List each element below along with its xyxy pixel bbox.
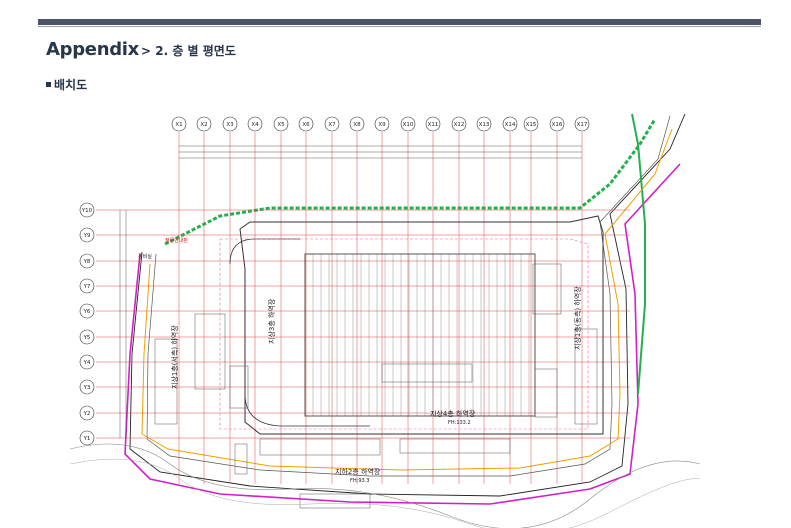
landscape-strip-north — [164, 118, 657, 246]
label-dock-b2: 지하2층 하역장 — [335, 467, 381, 476]
x-grid-label: X7 — [328, 122, 336, 128]
building-outline — [239, 215, 604, 435]
y-grid-label: Y9 — [83, 233, 91, 239]
x-grid-label: X5 — [277, 122, 285, 128]
y-grid-label: Y5 — [83, 335, 91, 341]
terrain-contour-2 — [70, 458, 700, 528]
site-road-outer — [129, 113, 686, 497]
x-grid-label: X9 — [378, 122, 386, 128]
x-grid-label: X1 — [175, 122, 182, 128]
y-grid-label: Y10 — [81, 208, 93, 214]
dimension-lines — [119, 145, 582, 438]
header-bar-line — [38, 26, 761, 27]
building-limit-line — [219, 238, 589, 430]
y-grid-label: Y6 — [83, 309, 91, 315]
bullet-square-icon — [46, 82, 51, 87]
site-road-center — [141, 128, 673, 471]
title-sub: > 2. 층 별 평면도 — [141, 44, 236, 58]
terrain-contour — [70, 443, 700, 528]
x-grid-label: X17 — [577, 122, 588, 128]
x-grid-label: X12 — [454, 122, 465, 128]
area-labels: 지상1층(서측) 하역장 지상3층 하역장 지상1층(동측) 하역장 지상4층 … — [138, 237, 582, 484]
label-dock-4f-fh: FH:133.2 — [448, 420, 471, 426]
section-heading: 배치도 — [46, 76, 87, 93]
y-grid-label: Y1 — [83, 436, 91, 442]
y-grid-label: Y2 — [83, 411, 91, 417]
x-grid-label: X15 — [526, 122, 537, 128]
page-title: Appendix> 2. 층 별 평면도 — [46, 39, 236, 60]
y-grid-label: Y4 — [83, 360, 91, 366]
roof-area — [304, 253, 536, 417]
x-grid-label: X13 — [479, 122, 490, 128]
label-dock-west: 지상1층(서측) 하역장 — [170, 325, 179, 389]
label-dock-b2-fh: FH:93.3 — [350, 478, 369, 484]
y-grid-label: Y7 — [83, 284, 91, 290]
x-grid-label: X4 — [251, 122, 259, 128]
y-grid-lines — [96, 209, 630, 439]
title-main: Appendix — [46, 39, 139, 60]
label-dock-3f: 지상3층 하역장 — [267, 298, 276, 344]
section-label: 배치도 — [54, 78, 88, 92]
label-dock-east: 지상1층(동측) 하역장 — [573, 286, 582, 350]
x-grid-label: X2 — [200, 122, 207, 128]
x-grid-bubbles — [171, 116, 590, 132]
label-sign: 정문안내판 — [165, 237, 188, 244]
x-grid-label: X14 — [505, 122, 516, 128]
ramp-curve-south — [244, 393, 370, 427]
x-grid-label: X8 — [353, 122, 361, 128]
roof-ribs — [312, 254, 530, 416]
y-grid-bubbles — [79, 202, 95, 446]
x-grid-label: X3 — [226, 122, 234, 128]
site-plan-drawing: X1 X2 X3 X4 X5 X6 X7 X8 X9 X10 X11 X12 X… — [70, 113, 700, 528]
header-bar — [38, 19, 761, 25]
ramp-curve — [229, 238, 300, 265]
label-dock-4f: 지상4층 하역장 — [430, 409, 476, 418]
parking-stalls — [154, 263, 598, 509]
x-grid-label: X16 — [552, 122, 563, 128]
x-grid-label: X11 — [428, 122, 439, 128]
y-grid-label: Y3 — [83, 385, 91, 391]
x-grid-lines — [178, 132, 583, 484]
x-grid-label: X6 — [302, 122, 310, 128]
x-grid-labels: X1 X2 X3 X4 X5 X6 X7 X8 X9 X10 X11 X12 X… — [175, 122, 588, 128]
site-road-inner — [146, 115, 671, 477]
x-grid-label: X10 — [403, 122, 414, 128]
label-guard: 경비실 — [138, 253, 152, 260]
y-grid-label: Y8 — [83, 259, 91, 265]
landscape-strip-east — [631, 113, 646, 395]
site-boundary — [124, 163, 681, 505]
y-grid-labels: Y10 Y9 Y8 Y7 Y6 Y5 Y4 Y3 Y2 Y1 — [81, 208, 93, 442]
